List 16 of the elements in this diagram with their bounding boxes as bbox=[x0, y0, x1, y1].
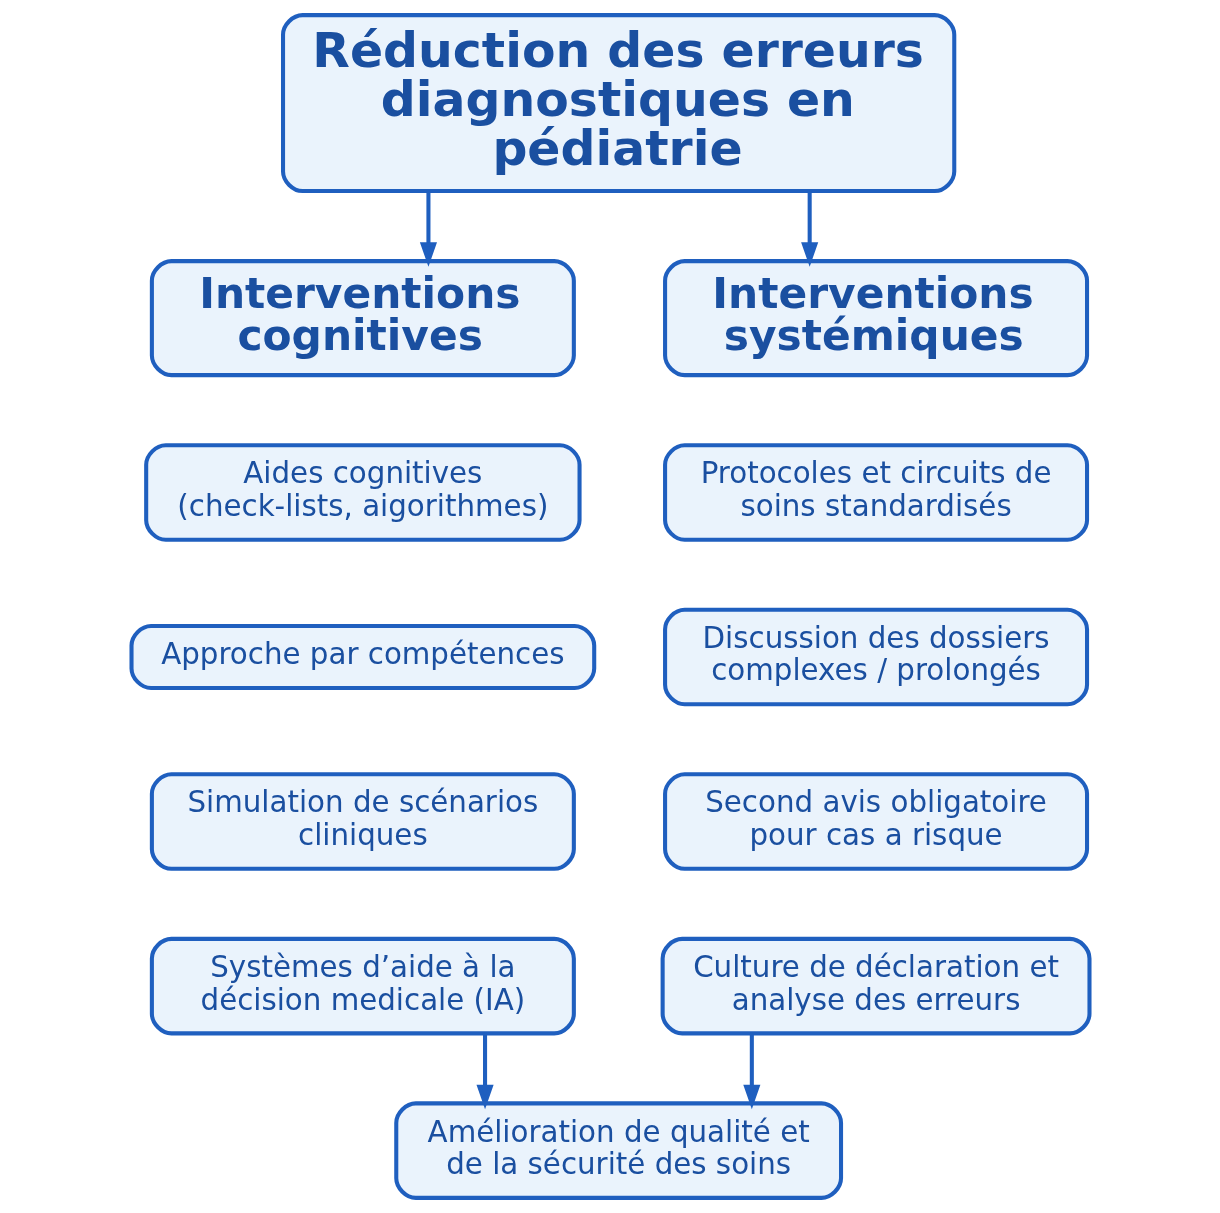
node-box: Réduction des erreurs diagnostiques en pédiatrie bbox=[280, 13, 956, 194]
arrow bbox=[742, 1033, 760, 1110]
node-box: Interventions systémiques bbox=[662, 259, 1089, 378]
node-box: Culture de déclaration et analyse des erreurs bbox=[660, 936, 1091, 1036]
node-box: Systèmes d’aide à la décision medicale (IA) bbox=[149, 936, 576, 1036]
node-box: Discussion des dossiers complexes / prolongés bbox=[662, 607, 1089, 707]
node-box: Protocoles et circuits de soins standardisés bbox=[662, 443, 1089, 542]
arrow bbox=[419, 191, 437, 267]
node-box: Simulation de scénarios cliniques bbox=[149, 772, 576, 871]
node-box: Interventions cognitives bbox=[149, 259, 576, 378]
node-box: Approche par compétences bbox=[129, 624, 596, 690]
arrow bbox=[476, 1033, 494, 1110]
node-box: Aides cognitives (check-lists, aigorithmes) bbox=[143, 443, 582, 542]
node-box: Amélioration de qualité et de la sécurité des soins bbox=[393, 1101, 843, 1200]
arrow bbox=[800, 191, 818, 267]
node-box: Second avis obligatoire pour cas a risque bbox=[662, 772, 1089, 871]
